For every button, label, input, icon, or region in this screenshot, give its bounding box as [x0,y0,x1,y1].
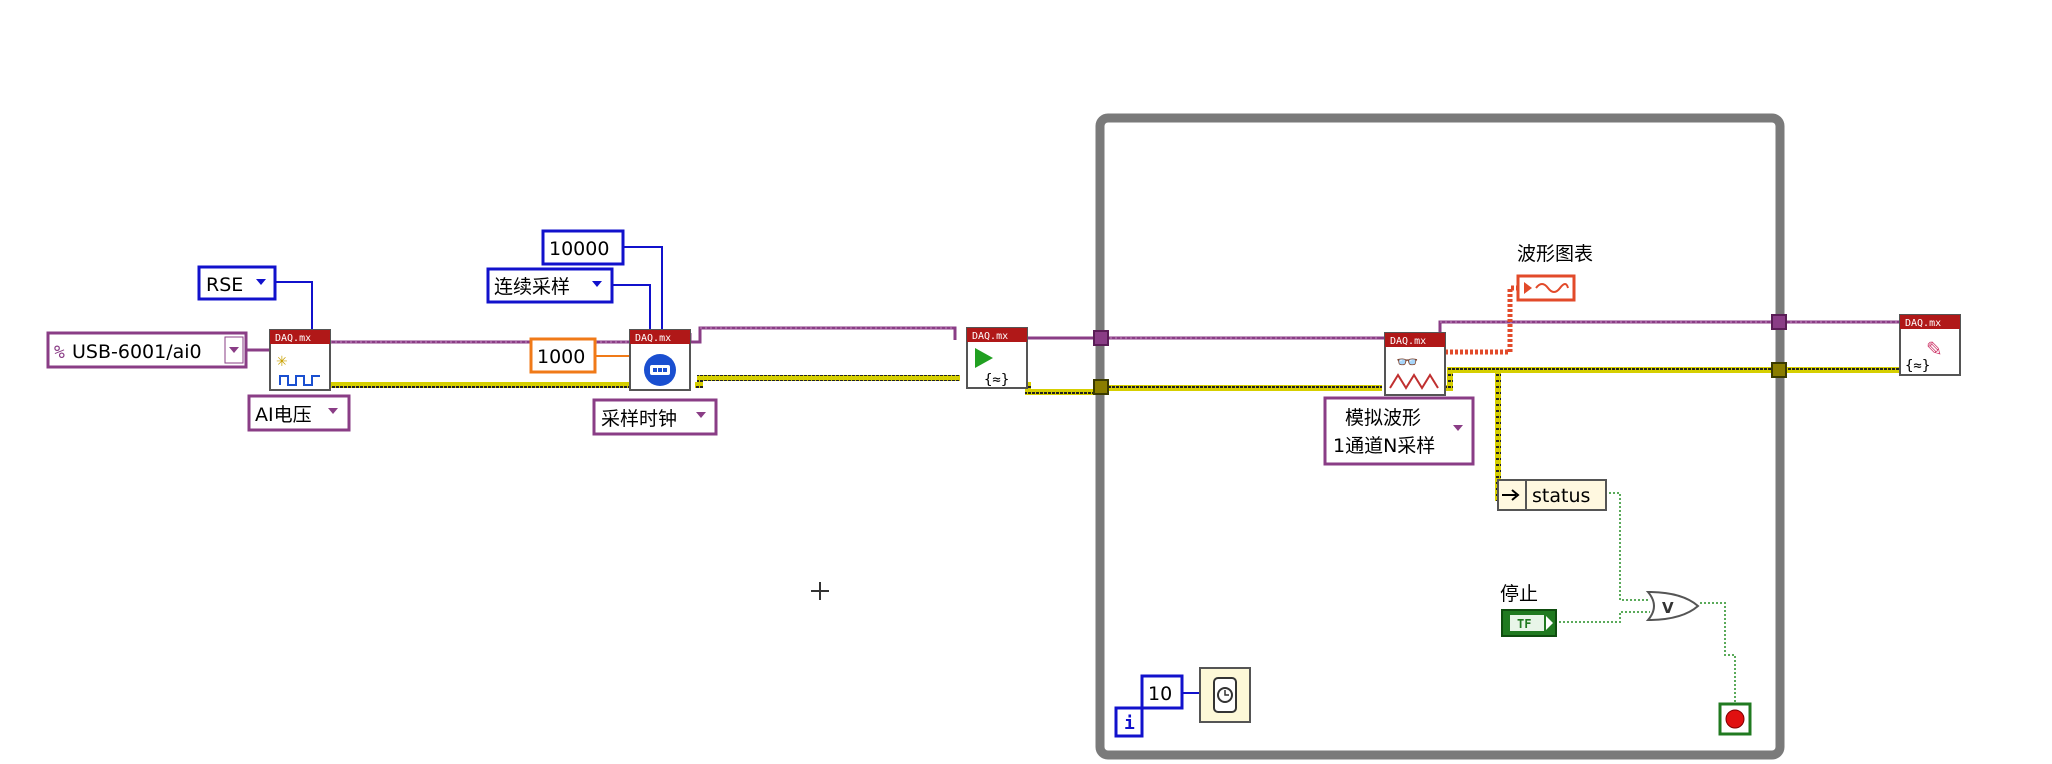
dropdown-arrow-icon[interactable] [1453,425,1463,431]
sample-mode-value: 连续采样 [494,276,570,298]
channel-spark-icon: ✳ [276,354,288,370]
sample-mode-wire [612,284,651,338]
iteration-terminal[interactable]: i [1114,706,1144,738]
samples-per-channel-constant[interactable]: 10000 [541,229,625,266]
svg-text:DAQ.mx: DAQ.mx [1390,336,1426,347]
rse-value: RSE [206,274,243,296]
svg-text:DAQ.mx: DAQ.mx [1905,318,1941,329]
sample-mode-constant[interactable]: 连续采样 [486,267,614,304]
svg-text:DAQ.mx: DAQ.mx [275,333,311,344]
pulse-icon [279,375,320,386]
rse-wire [262,281,313,338]
or-symbol: V [1662,599,1674,617]
read-waveform-icon [1389,373,1439,390]
glasses-icon: 👓 [1396,352,1418,373]
daqmx-start-task-vi[interactable]: DAQ.mx {≈} [966,327,1028,389]
dropdown-arrow-icon[interactable] [256,279,266,285]
daqmx-timing-vi[interactable]: DAQ.mx [629,329,691,391]
stop-label: 停止 [1500,583,1538,605]
chart-label: 波形图表 [1517,243,1593,265]
waveform-wire[interactable] [1445,285,1520,355]
samples-wire [622,246,663,338]
channel-value: USB-6001/ai0 [72,341,202,363]
wait-ms-function[interactable] [1199,667,1251,723]
task-tunnel-in[interactable] [1093,330,1109,346]
unbundle-status-node[interactable]: status [1497,479,1607,511]
stop-boolean-terminal[interactable]: TF [1501,609,1557,637]
dropdown-arrow-icon[interactable] [592,281,602,287]
task-wire-texture [330,321,1900,343]
rate-constant[interactable]: 1000 [529,337,597,374]
status-label: status [1532,485,1590,507]
crosshair-cursor-icon [811,582,829,600]
io-name-icon: % [54,342,65,363]
stop-sign-icon [1725,709,1745,729]
svg-text:DAQ.mx: DAQ.mx [972,331,1008,342]
ai-voltage-label: AI电压 [255,404,312,426]
read-mode-selector[interactable]: 模拟波形 1通道N采样 [1323,396,1475,466]
terminal-arrow-icon [1546,616,1553,630]
tf-label: TF [1517,617,1531,631]
daqmx-create-channel-vi[interactable]: DAQ.mx ✳ [269,329,331,391]
read-mode-line1: 模拟波形 [1345,407,1421,429]
create-channel-selector[interactable]: AI电压 [247,394,351,432]
physical-channel-constant[interactable]: % USB-6001/ai0 [46,331,248,369]
error-tunnel-in[interactable] [1093,379,1109,395]
dropdown-arrow-icon[interactable] [328,408,338,414]
iteration-label: i [1124,713,1135,734]
samples-value: 10000 [549,238,609,260]
dropdown-arrow-icon[interactable] [229,347,239,353]
chart-arrow-icon [1524,282,1532,294]
loop-condition-terminal[interactable] [1718,702,1752,736]
unbundle-arrow-icon [1502,489,1520,501]
terminal-config-constant[interactable]: RSE [197,265,277,301]
error-tunnel-out[interactable] [1771,362,1787,378]
task-tunnel-out[interactable] [1771,314,1787,330]
waveform-chart-terminal[interactable] [1516,274,1576,302]
rate-value: 1000 [537,346,585,368]
play-icon [975,348,993,368]
read-mode-line2: 1通道N采样 [1333,435,1435,457]
clear-brace-icon: {≈} [1905,358,1930,374]
daqmx-read-vi[interactable]: DAQ.mx 👓 [1384,332,1446,396]
daqmx-clear-task-vi[interactable]: DAQ.mx ✎ {≈} [1899,314,1961,376]
eraser-icon: ✎ [1926,337,1943,361]
dropdown-arrow-icon[interactable] [696,412,706,418]
sample-clock-label: 采样时钟 [601,408,677,430]
waveform-brace-icon: {≈} [984,372,1009,388]
status-wire [1555,492,1736,710]
timing-selector[interactable]: 采样时钟 [592,398,718,436]
wait-value: 10 [1148,683,1172,705]
or-gate[interactable]: V [1645,590,1700,622]
task-wire[interactable] [245,320,1900,352]
error-wire[interactable] [330,367,1900,501]
wait-ms-constant[interactable]: 10 [1140,674,1184,710]
while-loop-frame[interactable] [1095,113,1785,760]
svg-text:DAQ.mx: DAQ.mx [635,333,671,344]
chart-waveform-icon [1535,283,1569,293]
